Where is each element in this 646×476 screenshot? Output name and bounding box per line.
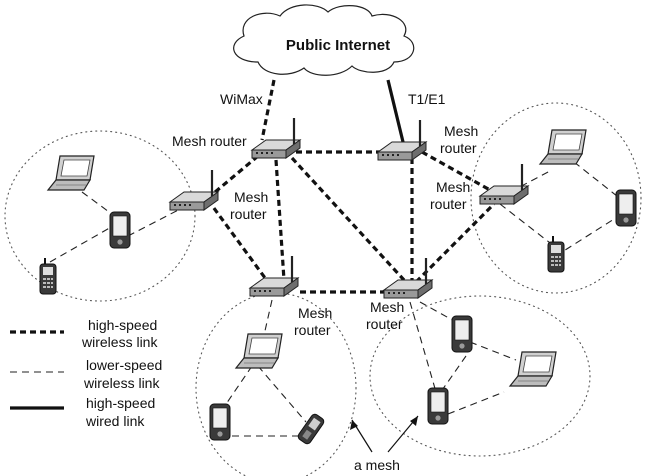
mesh-annotation-label: a mesh bbox=[354, 457, 400, 473]
bottom-right-client-region bbox=[369, 295, 591, 457]
ls-link bbox=[499, 203, 555, 247]
router-label-bottom-left: Mesh router bbox=[294, 305, 336, 338]
router-label-top-left: Mesh router bbox=[172, 133, 247, 149]
wired-link-t1e1 bbox=[386, 79, 406, 147]
router-label-bottom-right: Mesh router bbox=[366, 299, 408, 332]
mesh-annotation: a mesh bbox=[350, 415, 419, 473]
legend-line: high-speed bbox=[88, 317, 157, 333]
ls-link bbox=[469, 341, 517, 361]
cloud-label: Public Internet bbox=[286, 37, 390, 54]
legend-line: lower-speed bbox=[86, 357, 162, 373]
router-label-line: router bbox=[440, 140, 477, 156]
pda-icon bbox=[109, 211, 131, 249]
ls-link bbox=[447, 391, 505, 415]
router-label-line: Mesh bbox=[234, 189, 268, 205]
hs-link-9 bbox=[414, 202, 496, 284]
router-label-top-right: Mesh router bbox=[440, 123, 482, 156]
ls-link bbox=[409, 301, 437, 393]
backbone-links bbox=[206, 79, 496, 294]
router-icon bbox=[250, 116, 302, 160]
router-label-line: Mesh bbox=[370, 299, 404, 315]
cell-phone-icon bbox=[39, 257, 57, 295]
router-label-line: Mesh bbox=[298, 305, 332, 321]
legend-line: wireless link bbox=[83, 375, 160, 391]
cloud-icon bbox=[233, 4, 415, 76]
legend-line: wireless link bbox=[81, 334, 158, 350]
router-label-line: router bbox=[366, 316, 403, 332]
arrow-right-head bbox=[410, 416, 418, 426]
router-label-line: router bbox=[230, 206, 267, 222]
legend-text-lower-speed-wireless: lower-speed wireless link bbox=[83, 357, 166, 391]
ls-link bbox=[257, 365, 307, 423]
arrow-left-head bbox=[350, 420, 358, 430]
router-label-line: router bbox=[294, 322, 331, 338]
hs-link-2 bbox=[206, 154, 260, 200]
ls-link bbox=[509, 169, 553, 193]
hs-link-3 bbox=[206, 199, 270, 283]
pda-icon bbox=[209, 403, 231, 441]
router-icon bbox=[478, 162, 530, 206]
bottom-left-client-region bbox=[195, 292, 357, 476]
router-icon bbox=[248, 254, 300, 298]
flip-phone-icon bbox=[296, 412, 326, 446]
hs-link-wimax bbox=[260, 79, 276, 141]
laptop-icon bbox=[539, 129, 587, 165]
legend-text-high-speed-wired: high-speed wired link bbox=[85, 395, 159, 429]
legend-line: high-speed bbox=[86, 395, 155, 411]
hs-link-5 bbox=[290, 156, 406, 282]
pda-icon bbox=[427, 387, 449, 425]
pda-icon bbox=[451, 315, 473, 353]
hs-link-7 bbox=[421, 150, 491, 192]
hs-link-4 bbox=[274, 159, 286, 281]
left-client-region bbox=[4, 130, 196, 302]
ls-link bbox=[573, 161, 623, 201]
ls-link bbox=[49, 221, 121, 263]
router-label-line: Mesh bbox=[436, 179, 470, 195]
legend-line: wired link bbox=[85, 413, 145, 429]
ls-link bbox=[221, 365, 253, 411]
laptop-icon bbox=[235, 333, 283, 369]
client-regions bbox=[4, 102, 642, 476]
laptop-icon bbox=[509, 351, 557, 387]
t1e1-label: T1/E1 bbox=[408, 91, 446, 107]
router-icon bbox=[168, 168, 220, 212]
legend: high-speed wireless link lower-speed wir… bbox=[10, 317, 166, 429]
pda-icon bbox=[615, 189, 637, 227]
laptop-icon bbox=[47, 155, 95, 191]
router-label-left: Mesh router bbox=[230, 189, 272, 222]
ls-link bbox=[419, 301, 457, 323]
router-label-line: Mesh bbox=[444, 123, 478, 139]
legend-text-high-speed-wireless: high-speed wireless link bbox=[81, 317, 161, 350]
right-client-region bbox=[470, 102, 642, 294]
router-label-right: Mesh router bbox=[430, 179, 474, 212]
ls-link bbox=[127, 205, 187, 237]
wimax-label: WiMax bbox=[220, 91, 263, 107]
cell-phone-icon bbox=[547, 235, 565, 273]
router-label-line: router bbox=[430, 196, 467, 212]
ls-link bbox=[561, 213, 623, 253]
